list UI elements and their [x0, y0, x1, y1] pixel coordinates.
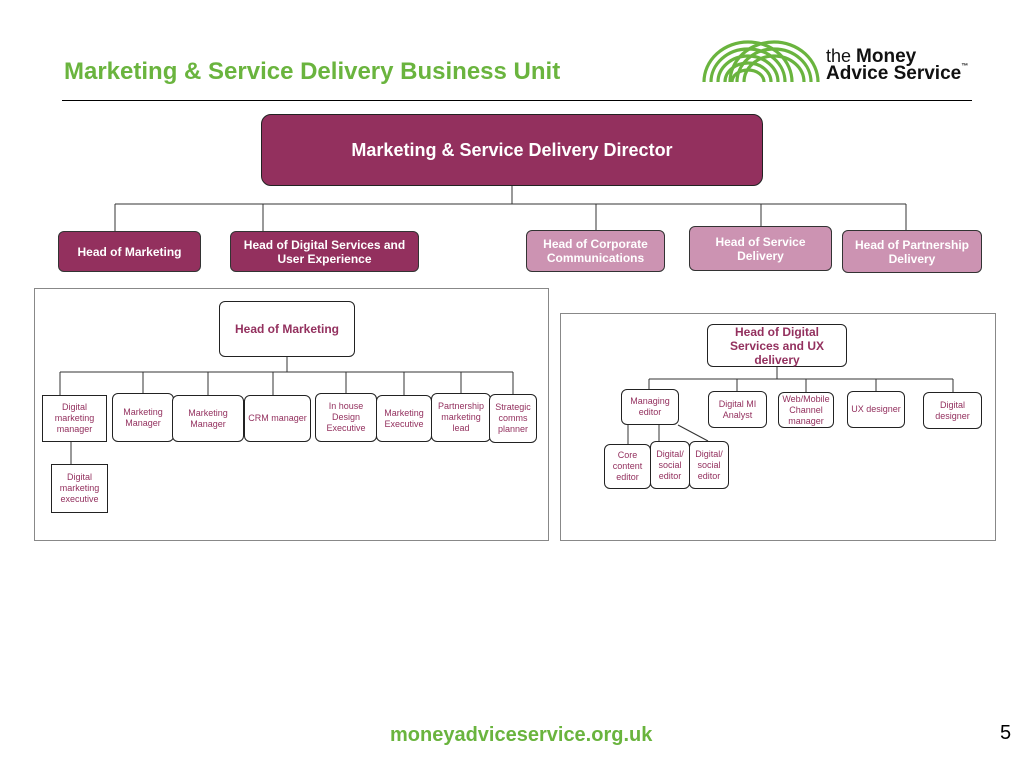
director-box: Marketing & Service Delivery Director	[261, 114, 763, 186]
role-core-content-editor: Core content editor	[604, 444, 651, 489]
role-digital-social-editor-1: Digital/ social editor	[650, 441, 690, 489]
marketing-panel-head: Head of Marketing	[219, 301, 355, 357]
logo-wordmark-line1: the Money	[826, 46, 917, 67]
role-digital-marketing-executive: Digital marketing executive	[51, 464, 108, 513]
footer-url: moneyadviceservice.org.uk	[390, 724, 653, 746]
role-digital-marketing-manager: Digital marketing manager	[42, 395, 107, 442]
digital-panel-head: Head of Digital Services and UX delivery	[707, 324, 847, 367]
role-digital-designer: Digital designer	[923, 392, 982, 429]
role-managing-editor: Managing editor	[621, 389, 679, 425]
role-digital-mi-analyst: Digital MI Analyst	[708, 391, 767, 428]
role-marketing-executive: Marketing Executive	[376, 395, 432, 442]
head-of-service-delivery-box: Head of Service Delivery	[689, 226, 832, 271]
marketing-team-panel	[34, 288, 549, 541]
head-of-marketing-box: Head of Marketing	[58, 231, 201, 272]
head-of-corporate-communications-box: Head of Corporate Communications	[526, 230, 665, 272]
head-of-partnership-delivery-box: Head of Partnership Delivery	[842, 230, 982, 273]
role-ux-designer: UX designer	[847, 391, 905, 428]
role-web-mobile-channel-manager: Web/Mobile Channel manager	[778, 392, 834, 428]
digital-team-panel	[560, 313, 996, 541]
head-of-digital-services-box: Head of Digital Services and User Experi…	[230, 231, 419, 272]
header-divider	[62, 100, 972, 101]
role-marketing-manager-2: Marketing Manager	[172, 395, 244, 442]
role-marketing-manager-1: Marketing Manager	[112, 393, 174, 442]
role-crm-manager: CRM manager	[244, 395, 311, 442]
rainbow-logo-icon	[702, 40, 820, 83]
logo-wordmark-line2: Advice Service™	[826, 63, 969, 84]
page-number: 5	[1000, 722, 1012, 744]
page-title: Marketing & Service Delivery Business Un…	[64, 58, 561, 85]
role-strategic-comms-planner: Strategic comms planner	[489, 394, 537, 443]
role-in-house-design-executive: In house Design Executive	[315, 393, 377, 442]
role-digital-social-editor-2: Digital/ social editor	[689, 441, 729, 489]
role-partnership-marketing-lead: Partnership marketing lead	[431, 393, 491, 442]
